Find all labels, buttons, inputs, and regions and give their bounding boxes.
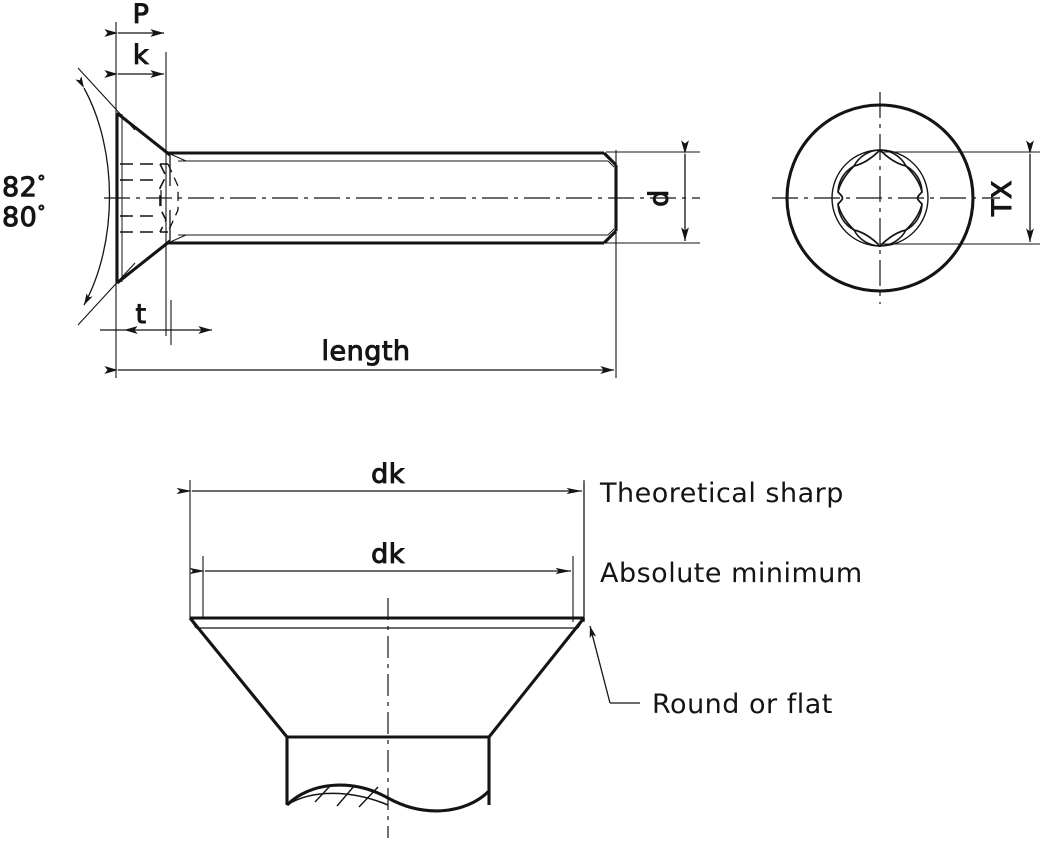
dimension-label-dk-minimum: dk (371, 539, 405, 570)
head-detail-view: dk dk (176, 459, 640, 838)
head-rim-edges (189, 617, 585, 629)
side-elevation-view: P k 82° 80° (2, 0, 700, 378)
note-theoretical-sharp: Theoretical sharp (599, 478, 844, 509)
countersink-angle-dimension (75, 67, 136, 326)
end-view-centerlines (772, 92, 1000, 304)
torx-lobe-arcs (837, 149, 923, 247)
dimension-label-P: P (133, 0, 150, 30)
note-round-or-flat: Round or flat (652, 689, 833, 720)
break-line-lower (286, 792, 389, 806)
extension-lines (115, 22, 700, 378)
angle-label-82: 82° (2, 172, 46, 203)
dimension-label-k: k (133, 40, 149, 71)
dimension-label-TX: TX (987, 180, 1018, 217)
section-hatching (314, 784, 379, 808)
head-detail-outline (188, 616, 586, 813)
dimension-label-d: d (644, 189, 675, 207)
note-absolute-minimum: Absolute minimum (600, 558, 863, 589)
head-end-view: TX (772, 92, 1040, 304)
angle-label-80: 80° (2, 202, 46, 233)
round-or-flat-leader (589, 625, 640, 704)
dimension-label-dk-theoretical: dk (371, 459, 405, 490)
dimension-label-t: t (135, 299, 146, 330)
dimension-label-length: length (321, 336, 410, 367)
thread-root-lines (167, 152, 615, 244)
tx-extension-lines (880, 151, 1040, 245)
